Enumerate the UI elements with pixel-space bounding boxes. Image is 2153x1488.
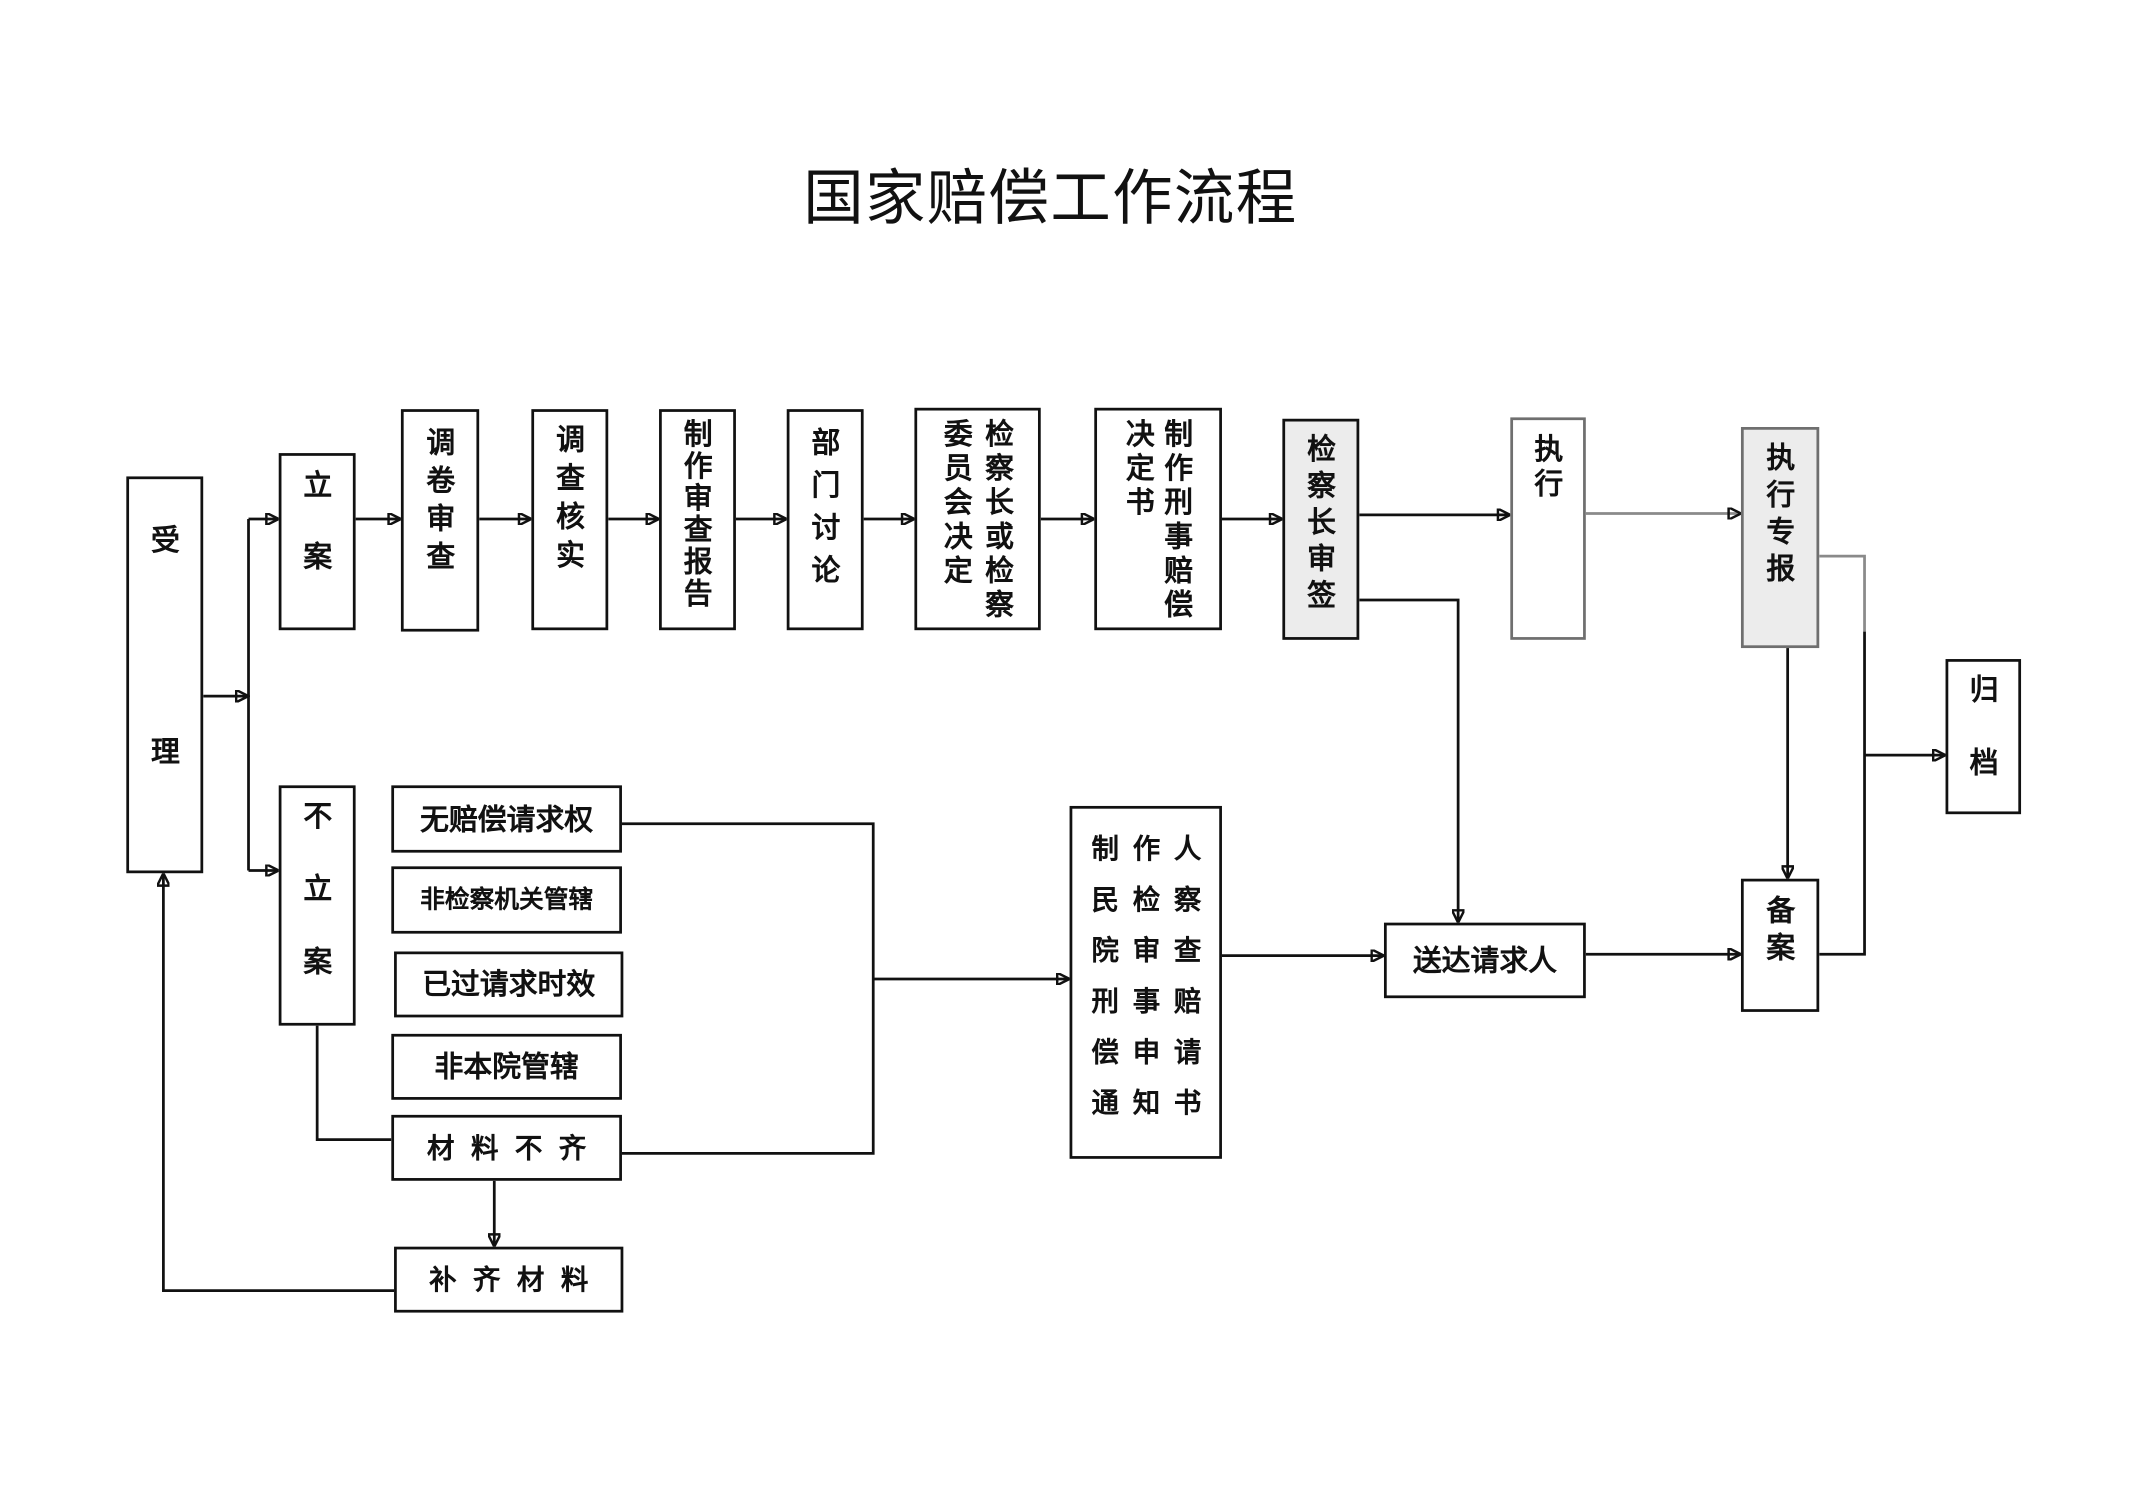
node-notice-label: 制作人民检察院审查刑事赔偿申请通知书 xyxy=(1091,832,1216,1119)
node-review-files: 调卷审查 xyxy=(400,409,480,632)
node-not-file-case: 不立案 xyxy=(278,785,356,1026)
node-reason-time-limit-passed: 已过请求时效 xyxy=(394,951,624,1018)
arrow-supplement-to-accept xyxy=(163,873,395,1292)
node-reason-incomplete-materials: 材料不齐 xyxy=(391,1114,622,1181)
node-investigate-label: 调查核实 xyxy=(552,424,587,579)
node-not-file-case-label: 不立案 xyxy=(300,800,335,1019)
node-reason-not-this-court-jurisdiction: 非本院管辖 xyxy=(391,1033,622,1100)
page-title: 国家赔偿工作流程 xyxy=(803,163,1298,234)
arrow-chief-sign-to-deliver xyxy=(1359,598,1458,923)
connector-execution-report-to-merge xyxy=(1819,554,1866,632)
node-file-case: 立案 xyxy=(278,453,356,631)
node-reason-label: 非检察机关管辖 xyxy=(420,884,594,914)
node-reason-label: 材料不齐 xyxy=(427,1131,603,1165)
node-decision-document-label: 制作刑事赔偿决定书 xyxy=(1122,418,1196,624)
node-review-report-label: 制作审查报告 xyxy=(680,418,715,610)
node-execute-label: 执行 xyxy=(1530,433,1566,503)
node-deliver-to-claimant-label: 送达请求人 xyxy=(1412,942,1557,977)
node-deliver-to-claimant: 送达请求人 xyxy=(1383,922,1586,999)
node-reason-label: 已过请求时效 xyxy=(422,966,596,1001)
node-decision-document: 制作刑事赔偿决定书 xyxy=(1094,407,1222,631)
node-investigate: 调查核实 xyxy=(531,409,609,631)
connector-not-file-to-incomplete xyxy=(315,1025,392,1141)
node-chief-sign-label: 检察长审签 xyxy=(1303,433,1338,616)
node-accept-label: 受理 xyxy=(147,524,182,948)
connector-record-to-merge xyxy=(1819,631,1866,956)
connector-reasons-merge xyxy=(621,822,875,1155)
node-file-case-label: 立案 xyxy=(300,469,335,613)
node-archive: 归档 xyxy=(1945,659,2022,820)
node-decision-label: 检察长或检察委员会决定 xyxy=(940,418,1017,624)
node-reason-label: 无赔偿请求权 xyxy=(420,801,594,836)
node-review-report: 制作审查报告 xyxy=(659,409,736,631)
node-execution-report-label: 执行专报 xyxy=(1762,442,1798,591)
node-record-label: 备案 xyxy=(1762,895,1798,970)
node-decision: 检察长或检察委员会决定 xyxy=(914,407,1041,631)
node-execute: 执行 xyxy=(1510,417,1586,640)
node-supplement-materials: 补齐材料 xyxy=(394,1246,624,1313)
node-department-discussion: 部门讨论 xyxy=(786,409,864,631)
node-chief-sign: 检察长审签 xyxy=(1282,418,1360,640)
node-reason-not-procuratorate-jurisdiction: 非检察机关管辖 xyxy=(391,866,622,934)
node-reason-label: 非本院管辖 xyxy=(434,1048,579,1084)
node-record: 备案 xyxy=(1740,878,1820,1012)
node-review-files-label: 调卷审查 xyxy=(422,427,458,580)
node-accept: 受理 xyxy=(126,476,204,947)
node-execution-report: 执行专报 xyxy=(1740,427,1820,649)
node-reason-no-claim-right: 无赔偿请求权 xyxy=(391,785,622,853)
node-notice: 制作人民检察院审查刑事赔偿申请通知书 xyxy=(1069,805,1222,1159)
node-archive-label: 归档 xyxy=(1966,674,2001,820)
node-supplement-materials-label: 补齐材料 xyxy=(429,1263,605,1297)
node-department-discussion-label: 部门讨论 xyxy=(808,427,843,598)
